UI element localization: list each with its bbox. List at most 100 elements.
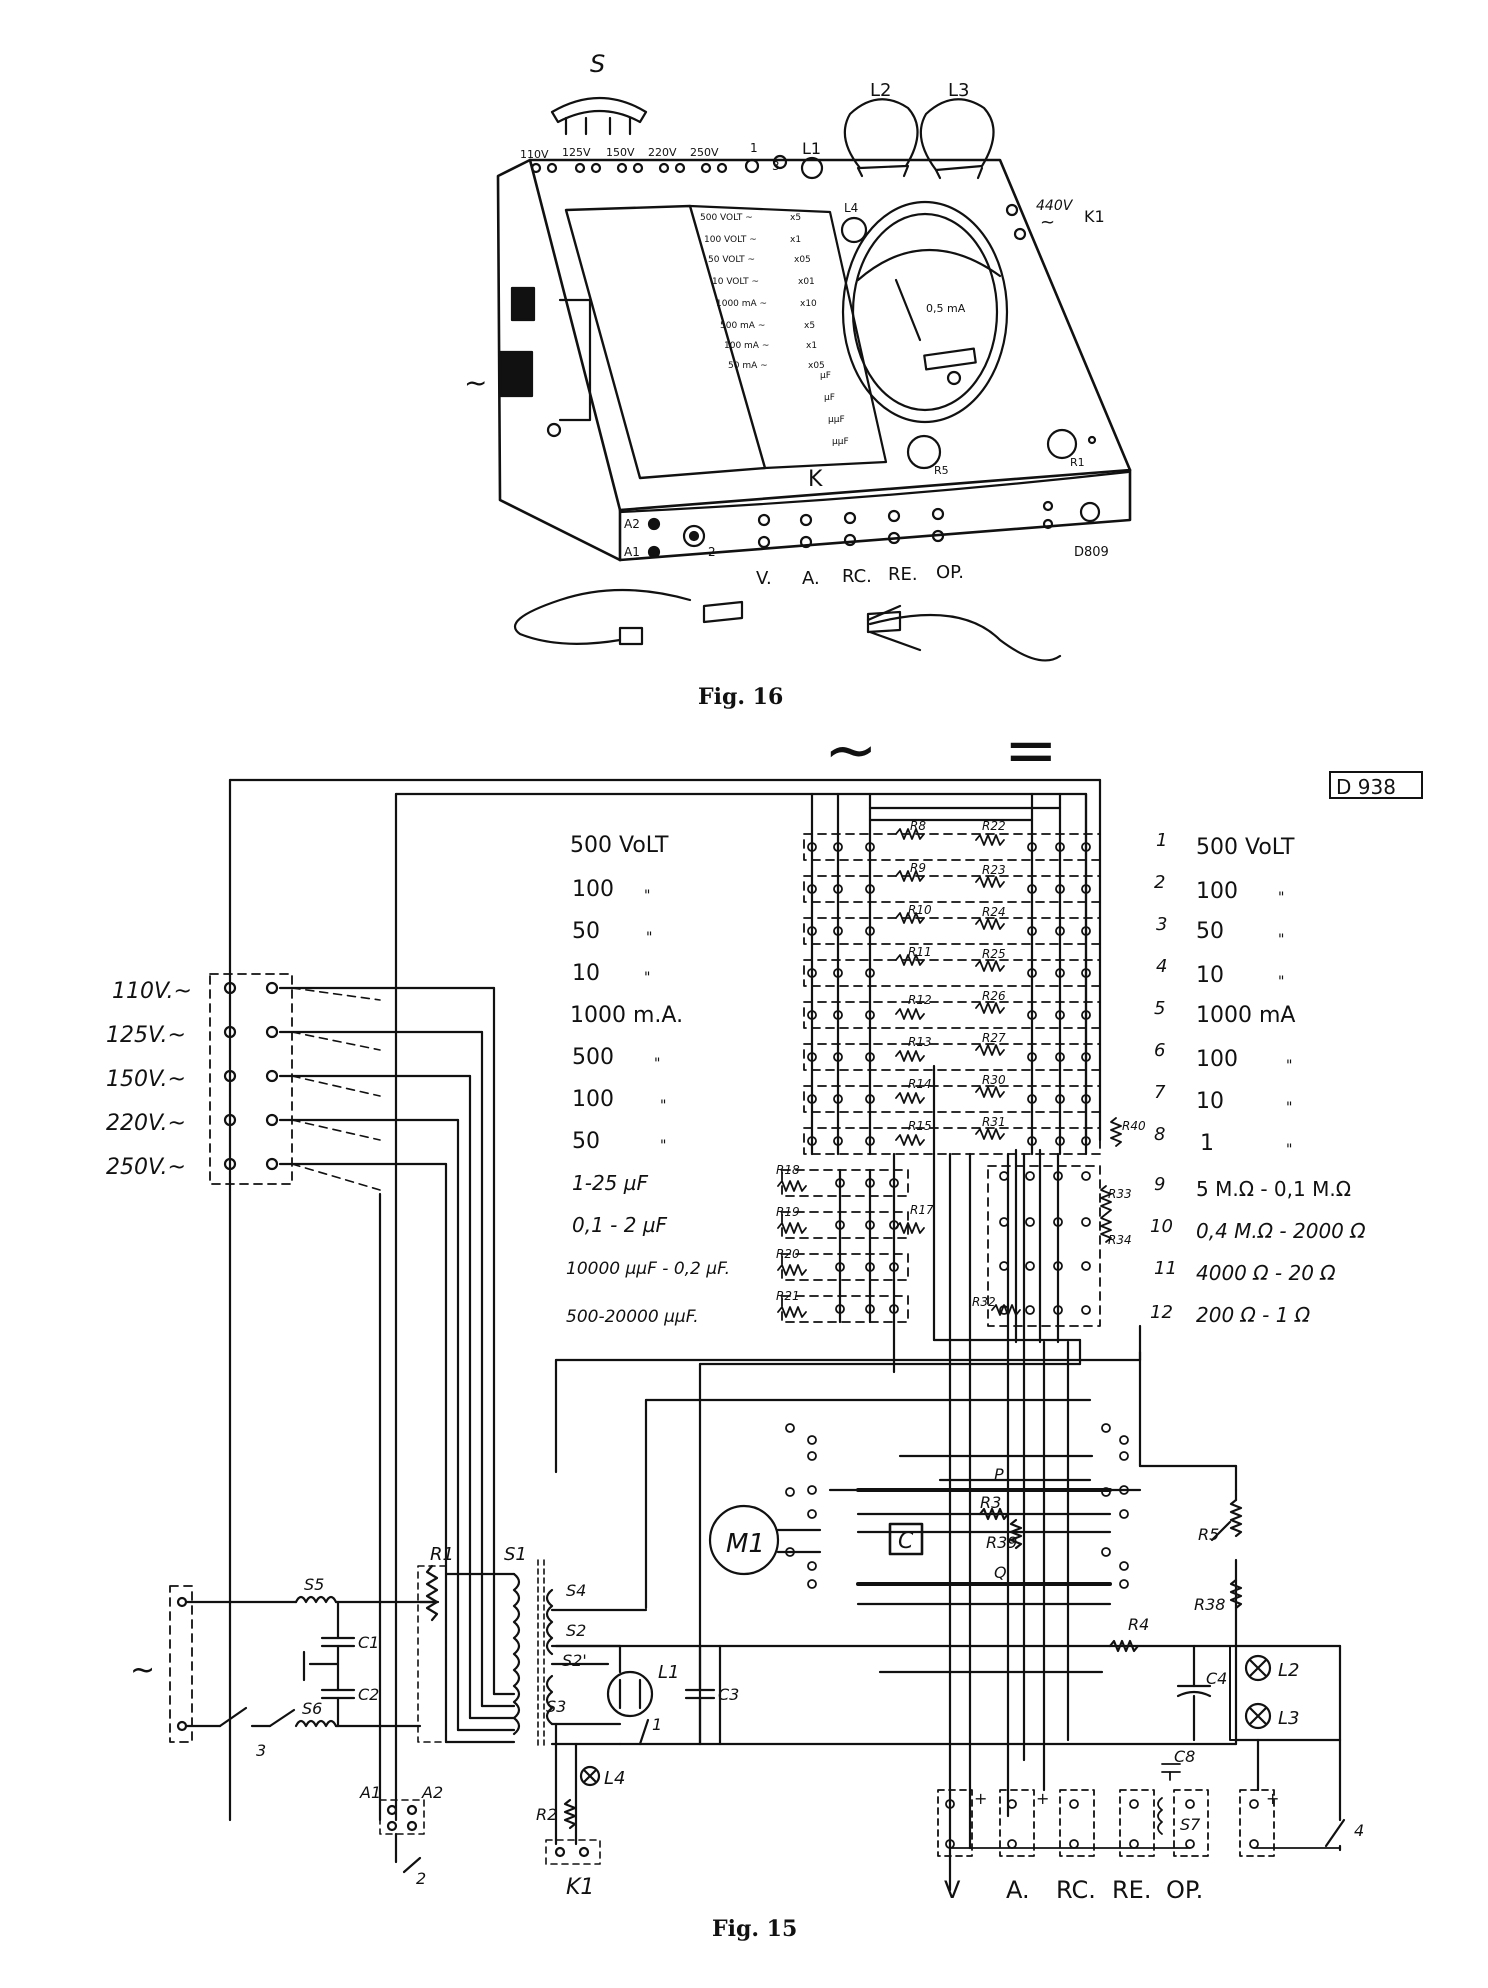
right-range-3: 50 — [1196, 919, 1224, 944]
fig15-ac-symbol: ~ — [824, 714, 878, 788]
label-sw3: 3 — [256, 1741, 266, 1760]
left-range-11: 10000 µµF - 0,2 µF. — [566, 1259, 730, 1279]
terminal-boxes — [937, 1763, 1341, 1857]
scale-factor-7: x1 — [806, 341, 817, 351]
fig16-meter-unit: 0,5 mA — [926, 302, 966, 315]
fig16-terminal-a: A. — [802, 568, 820, 589]
mains-tap-150: 150V.~ — [106, 1067, 186, 1092]
label-r15: R15 — [908, 1119, 932, 1133]
fig16-code: D809 — [1074, 545, 1109, 560]
fig16-top-voltage-5: 250V — [690, 146, 719, 159]
fig16-knob-2: 2 — [708, 545, 716, 559]
range-switch-contacts — [807, 842, 1091, 1315]
fig16-top-voltage-1: 110V — [520, 148, 549, 161]
fig16-knob-r5: R5 — [934, 464, 949, 477]
meter — [841, 200, 1009, 424]
scale-row-9: µF — [820, 371, 831, 381]
label-r4: R4 — [1128, 1615, 1149, 1634]
right-range-5: 1000 mA — [1196, 1003, 1295, 1028]
fig16-ac-side: ~ — [464, 366, 487, 399]
fig15-terminal-rc: RC. — [1056, 1876, 1096, 1904]
right-number-2: 2 — [1154, 872, 1165, 893]
lamp-l4 — [840, 216, 868, 244]
left-range-7: 100 — [572, 1087, 614, 1112]
label-c2: C2 — [358, 1685, 379, 1704]
label-r3: R3 — [980, 1493, 1001, 1512]
mains-tap-110: 110V.~ — [112, 979, 192, 1004]
label-m1: M1 — [726, 1529, 765, 1559]
scale-row-5: 1000 mA ~ — [716, 299, 767, 309]
scale-row-6: 500 mA ~ — [720, 321, 765, 331]
fig16-lamp-l2: L2 — [870, 80, 891, 101]
scale-row-4: 10 VOLT ~ — [712, 277, 759, 287]
fig16-socket-a1: A1 — [624, 545, 640, 559]
fig15-right-ranges: 500 VoLT 100 50 10 1000 mA 100 10 1 5 M.… — [1196, 835, 1366, 1327]
left-ditto-3: " — [644, 970, 650, 986]
bottom-left-boxes — [379, 1799, 601, 1874]
label-l1: L1 — [658, 1662, 679, 1683]
resistors — [777, 828, 1122, 1318]
left-range-6: 500 — [572, 1045, 614, 1070]
scale-row-3: 50 VOLT ~ — [708, 255, 755, 265]
label-a2: A2 — [421, 1783, 443, 1802]
right-range-12: 200 Ω - 1 Ω — [1196, 1303, 1311, 1327]
right-range-2: 100 — [1196, 879, 1238, 904]
left-ditto-1: " — [644, 888, 650, 904]
meter-m1 — [708, 1488, 1112, 1586]
right-ditto-4: " — [1278, 974, 1284, 990]
fig15-resistor-labels: R8 R9 R10 R11 R12 R13 R14 R15 R22 R23 R2… — [776, 819, 1146, 1309]
scale-row-12: µµF — [832, 437, 849, 447]
fig15-dc-symbol: = — [1004, 714, 1058, 788]
label-r25: R25 — [982, 947, 1006, 961]
fig16-440v-label: 440V — [1036, 198, 1074, 214]
label-r39: R39 — [986, 1533, 1017, 1552]
label-l3: L3 — [1278, 1708, 1299, 1729]
mains-input — [169, 1585, 434, 1743]
fig16-lamp-l4: L4 — [844, 201, 858, 215]
label-k1: K1 — [566, 1875, 594, 1900]
fig15-left-ranges: 500 VoLT 100 50 10 1000 m.A. 500 100 50 … — [566, 833, 730, 1327]
right-range-9: 5 M.Ω - 0,1 M.Ω — [1196, 1177, 1351, 1201]
right-number-9: 9 — [1154, 1174, 1165, 1195]
label-mains-ac: ~ — [130, 1653, 155, 1688]
fig16-plug-label: S — [590, 50, 605, 78]
left-range-5: 1000 m.A. — [570, 1003, 683, 1028]
label-c8: C8 — [1174, 1747, 1195, 1766]
right-range-7: 10 — [1196, 1089, 1224, 1114]
right-ditto-3: " — [1278, 932, 1284, 948]
right-number-4: 4 — [1156, 956, 1167, 977]
fig16-top-voltage-2: 125V — [562, 146, 591, 159]
left-range-10: 0,1 - 2 µF — [572, 1213, 668, 1237]
fig16-knob-r1: R1 — [1070, 456, 1085, 469]
cables — [513, 588, 1062, 662]
left-ditto-6: " — [660, 1138, 666, 1154]
label-r1: R1 — [430, 1544, 454, 1565]
left-range-9: 1-25 µF — [572, 1171, 648, 1195]
label-s5: S5 — [304, 1575, 324, 1594]
label-sw1: 1 — [652, 1715, 662, 1734]
knob-r5 — [906, 434, 942, 470]
label-a1: A1 — [359, 1783, 381, 1802]
label-r5: R5 — [1198, 1525, 1219, 1544]
label-sw4: 4 — [1354, 1821, 1364, 1840]
label-c4: C4 — [1206, 1669, 1227, 1688]
left-ditto-4: " — [654, 1056, 660, 1072]
label-r40: R40 — [1122, 1119, 1146, 1133]
label-l2: L2 — [1278, 1660, 1299, 1681]
scale-factor-1: x5 — [790, 213, 801, 223]
label-r18: R18 — [776, 1163, 800, 1177]
fig16-top-number-1: 1 — [750, 141, 758, 155]
mains-tap-125: 125V.~ — [106, 1023, 186, 1048]
scale-row-1: 500 VOLT ~ — [700, 213, 753, 223]
label-r31: R31 — [982, 1115, 1006, 1129]
left-range-4: 10 — [572, 961, 600, 986]
fig16-device — [496, 97, 1132, 662]
lamp-branch — [1108, 1488, 1346, 1852]
right-range-1: 500 VoLT — [1196, 835, 1295, 860]
fig16-ac-440: ~ — [1040, 212, 1055, 233]
label-r21: R21 — [776, 1289, 800, 1303]
label-r32: R32 — [972, 1295, 996, 1309]
fig15-terminal-op: OP. — [1166, 1876, 1203, 1904]
left-range-2: 100 — [572, 877, 614, 902]
